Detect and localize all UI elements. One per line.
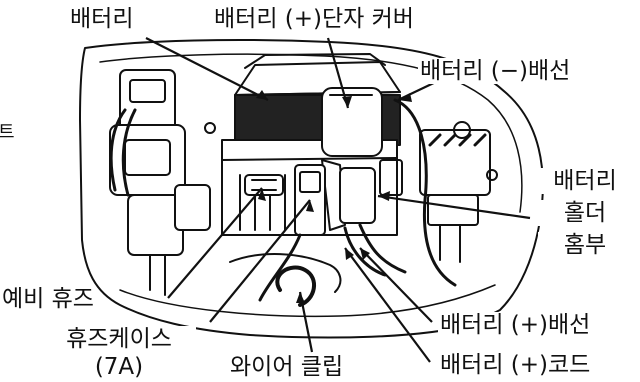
label-fuse-case-line1: 휴즈케이스	[42, 326, 196, 352]
label-fuse-case-line2: (7A)	[42, 354, 196, 380]
label-battery: 배터리	[68, 6, 136, 32]
label-wire-clip: 와이어 클립	[228, 354, 346, 380]
leader-terminal-cover	[326, 37, 350, 109]
leader-battery	[145, 37, 269, 101]
left-connector-assembly	[109, 69, 211, 296]
label-holder-line2: 홀더	[538, 200, 632, 226]
label-holder-line1: 배터리	[538, 168, 632, 194]
cables	[258, 98, 457, 302]
label-spare-fuse: 예비 휴즈	[0, 286, 96, 312]
right-connector-assembly	[419, 121, 491, 263]
leader-pos-cable	[359, 247, 433, 323]
compartment-housing	[79, 39, 544, 339]
leader-holder	[377, 194, 531, 220]
label-positive-terminal-cover: 배터리 (+)단자 커버	[212, 6, 416, 32]
battery-holder	[321, 159, 403, 231]
label-positive-cord: 배터리 (+)코드	[438, 352, 593, 378]
label-positive-cable: 배터리 (+)배선	[438, 312, 593, 338]
leader-arrowheads	[256, 90, 412, 303]
leader-pos-cord	[344, 247, 431, 363]
wire-clip	[229, 253, 342, 307]
label-negative-cable: 배터리 (−)배선	[418, 58, 573, 84]
leader-fuse-case	[209, 199, 311, 323]
screw-left	[204, 122, 216, 134]
leader-spare-fuse	[167, 187, 263, 299]
housing-inner-rim	[99, 53, 523, 213]
positive-terminal-cover	[321, 87, 383, 157]
leader-lines	[145, 37, 531, 363]
label-holder-line3: 홈부	[538, 232, 632, 258]
screw-right	[486, 169, 498, 181]
label-edge-fragment: 트	[0, 120, 17, 146]
housing-lower-rim	[119, 284, 496, 318]
